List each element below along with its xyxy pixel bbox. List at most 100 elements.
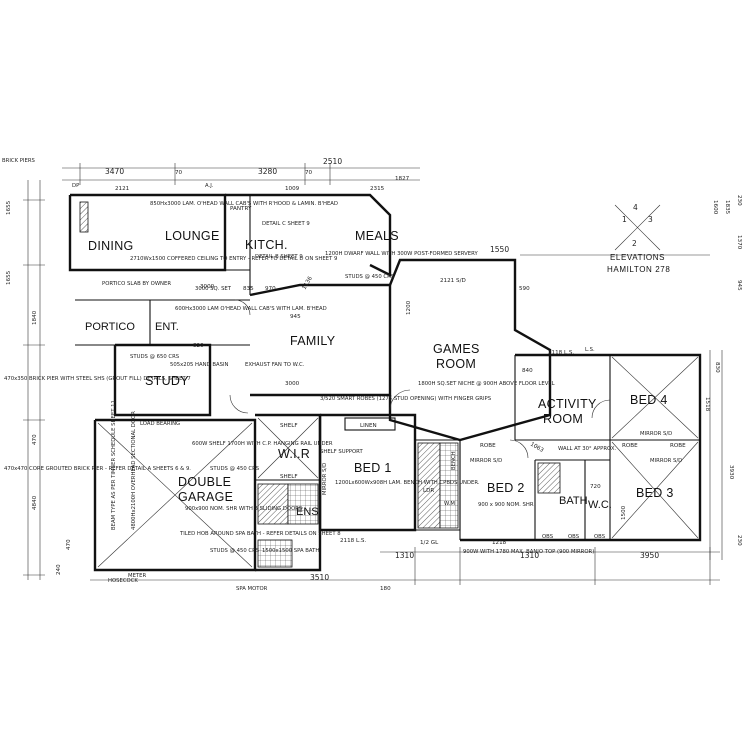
note-mirror-4: MIRROR S/D bbox=[650, 458, 682, 464]
room-meals: MEALS bbox=[355, 229, 399, 243]
dim-far-right-8: 230 bbox=[736, 535, 742, 546]
dim-far-right-4: 945 bbox=[736, 280, 742, 291]
note-spa-bath: 1500x1500 SPA BATH bbox=[262, 548, 319, 554]
note-dp: DP bbox=[72, 183, 80, 189]
dim-misc-5: 1200 bbox=[406, 300, 412, 315]
label-shelf-2: SHELF bbox=[280, 474, 298, 480]
dim-top-2: 2510 bbox=[323, 157, 342, 166]
room-activity-2: ROOM bbox=[543, 412, 583, 426]
note-obs-3: OBS bbox=[594, 534, 606, 540]
dim-bottom-8: 180 bbox=[380, 586, 391, 592]
note-coffered: 2710Wx1500 COFFERED CEILING TO ENTRY - R… bbox=[130, 256, 337, 262]
note-hosecock: HOSECOCK bbox=[108, 578, 138, 584]
room-wir: W.I.R bbox=[278, 447, 310, 461]
garage-cross bbox=[97, 356, 699, 568]
dim-misc-10: 820 bbox=[193, 343, 204, 349]
note-obs-2: OBS bbox=[568, 534, 580, 540]
note-wall-30: WALL AT 30° APPROX. bbox=[558, 446, 617, 452]
note-detail-b: DETAIL B SHEET 9 bbox=[255, 254, 303, 260]
note-hand-basin: 505x205 HAND BASIN bbox=[170, 362, 229, 368]
dim-top-inner-1: 1009 bbox=[285, 186, 300, 192]
dim-far-right-2: 1835 bbox=[724, 200, 730, 215]
dim-left-1: 1655 bbox=[6, 270, 12, 285]
dim-left-0: 1655 bbox=[6, 200, 12, 215]
note-smart-robes: 3/520 SMART ROBES (1275 STUD OPENING) WI… bbox=[320, 396, 492, 402]
label-pantry: PANTRY bbox=[230, 206, 252, 212]
dim-far-right-0: 230 bbox=[736, 195, 742, 206]
room-garage-2: GARAGE bbox=[178, 490, 233, 504]
note-studs-450: STUDS @ 450 CRS bbox=[345, 274, 395, 280]
room-bed4: BED 4 bbox=[630, 393, 668, 407]
label-robe-2: ROBE bbox=[622, 443, 638, 449]
room-ens: ENS bbox=[296, 506, 319, 518]
dim-top-0: 3470 bbox=[105, 167, 124, 176]
room-portico: PORTICO bbox=[85, 321, 135, 333]
dim-bottom-3: 1218 bbox=[492, 540, 507, 546]
room-garage-1: DOUBLE bbox=[178, 475, 231, 489]
dim-misc-3: 1136 bbox=[302, 275, 315, 291]
compass-icon bbox=[614, 204, 661, 251]
note-mirror-2: MIRROR S/D bbox=[470, 458, 502, 464]
dim-misc-0: 835 bbox=[243, 286, 254, 292]
dimension-lines bbox=[23, 163, 723, 585]
room-lounge: LOUNGE bbox=[165, 229, 220, 243]
dim-right-3: 2118 L.S. bbox=[548, 350, 574, 356]
note-meals-wall: 1200H DWARF WALL WITH 300W POST-FORMED S… bbox=[325, 251, 478, 257]
note-pier: 470x350 BRICK PIER WITH STEEL SHS (GROUT… bbox=[4, 376, 191, 382]
dim-right-4: 840 bbox=[522, 368, 533, 374]
room-entry: ENT. bbox=[155, 321, 179, 333]
title-elevations: ELEVATIONS bbox=[610, 253, 665, 262]
compass-label-2: 2 bbox=[632, 239, 637, 248]
dim-right-1: 2121 S/D bbox=[440, 278, 466, 284]
note-studs-450-c: STUDS @ 450 CRS bbox=[210, 466, 260, 472]
dim-right-0: 1550 bbox=[490, 245, 509, 254]
dim-far-right-6: 1518 bbox=[704, 397, 710, 412]
dim-left-2: 1840 bbox=[32, 310, 38, 325]
dim-left-4: 4840 bbox=[32, 495, 38, 510]
dim-top-inner-3: 1827 bbox=[395, 176, 410, 182]
compass-label-4: 4 bbox=[633, 203, 638, 212]
room-bath: BATH bbox=[559, 495, 588, 507]
dim-bottom-5: 3510 bbox=[310, 573, 329, 582]
room-family: FAMILY bbox=[290, 334, 336, 348]
room-bed2: BED 2 bbox=[487, 481, 525, 495]
title-model: HAMILTON 278 bbox=[607, 265, 670, 274]
note-lounge-cabs: 850Hx3000 LAM. O'HEAD WALL CAB'S WITH R'… bbox=[150, 201, 338, 207]
label-shelf-1: SHELF bbox=[280, 423, 298, 429]
room-bed1: BED 1 bbox=[354, 461, 392, 475]
note-studs-650: STUDS @ 650 CRS bbox=[130, 354, 180, 360]
note-meter: METER bbox=[128, 573, 146, 579]
label-ldr: LDR bbox=[423, 488, 434, 494]
note-spa-motor: SPA MOTOR bbox=[236, 586, 268, 592]
dim-bottom-7: 1/2 GL bbox=[420, 540, 439, 546]
dim-misc-2: 945 bbox=[290, 314, 301, 320]
dim-misc-4: 3000 bbox=[285, 381, 300, 387]
dim-left-7: 470 bbox=[66, 539, 72, 550]
dim-bottom-0: 1310 bbox=[395, 551, 414, 560]
hatched-areas bbox=[79, 201, 561, 568]
dim-bottom-2: 3950 bbox=[640, 551, 659, 560]
compass-label-1: 1 bbox=[622, 215, 627, 224]
label-linen: LINEN bbox=[360, 423, 377, 429]
note-lam-bench: 1200Lx600Wx908H LAM. BENCH WITH CPBDS UN… bbox=[335, 480, 480, 486]
note-exhaust: EXHAUST FAN TO W.C. bbox=[245, 362, 305, 368]
note-ls: L.S. bbox=[585, 347, 595, 353]
room-kitchen: KITCH. bbox=[245, 238, 288, 252]
dim-bottom-4: 2118 L.S. bbox=[340, 538, 366, 544]
dim-far-right-7: 3930 bbox=[728, 465, 734, 480]
dim-top-inner-0: 2121 bbox=[115, 186, 130, 192]
room-dining: DINING bbox=[88, 239, 134, 253]
note-detail-c: DETAIL C SHEET 9 bbox=[262, 221, 310, 227]
note-set-3000: 3000 SQ. SET bbox=[195, 286, 232, 292]
compass-label-3: 3 bbox=[648, 215, 653, 224]
note-wm: W.M bbox=[444, 501, 455, 507]
dim-bottom-1: 1310 bbox=[520, 551, 539, 560]
dim-misc-8: 1500 bbox=[621, 505, 627, 520]
label-robe-3: ROBE bbox=[670, 443, 686, 449]
dim-top-1: 3280 bbox=[258, 167, 277, 176]
dim-far-right-5: 830 bbox=[714, 362, 720, 373]
label-robe-1: ROBE bbox=[480, 443, 496, 449]
note-mirror-1: MIRROR S/D bbox=[322, 463, 328, 495]
room-games-2: ROOM bbox=[436, 357, 476, 371]
